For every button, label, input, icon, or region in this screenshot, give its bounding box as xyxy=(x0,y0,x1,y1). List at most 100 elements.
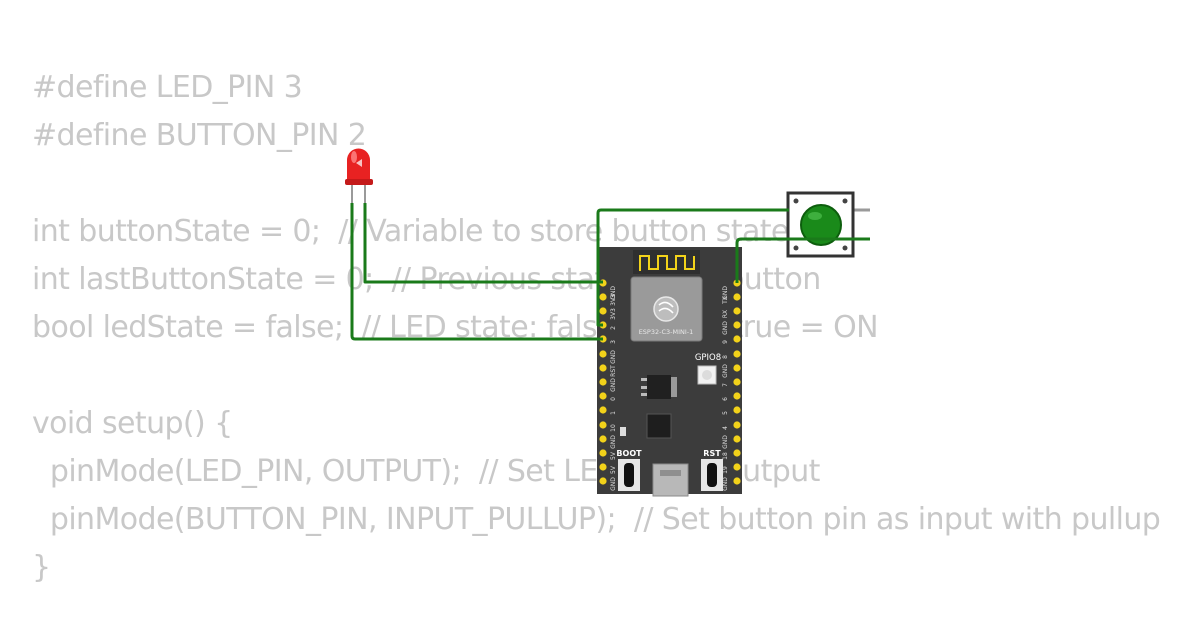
rst-button-cap xyxy=(707,463,717,487)
wire-led-to-gnd[interactable] xyxy=(363,203,603,284)
pin-right-gpio5[interactable] xyxy=(733,406,741,414)
pin-label-left: 2 xyxy=(610,326,617,330)
pin-right-gpio6[interactable] xyxy=(733,392,741,400)
pin-label-right: 6 xyxy=(722,397,729,401)
pin-left-gpio1[interactable] xyxy=(599,406,607,414)
code-line: int buttonState = 0; // Variable to stor… xyxy=(32,214,789,249)
pin-left-3v3-b[interactable] xyxy=(599,307,607,315)
button-corner-dot xyxy=(793,198,799,204)
code-line: #define LED_PIN 3 xyxy=(32,70,303,105)
pin-label-left: 3V3 xyxy=(610,294,617,306)
pin-right-gpio4[interactable] xyxy=(733,421,741,429)
boot-label: BOOT xyxy=(616,449,642,458)
pin-label-right: GND xyxy=(722,477,729,491)
pin-label-left: 5V xyxy=(610,465,617,474)
usb-connector xyxy=(652,463,689,497)
pin-label-right: 19 xyxy=(722,466,729,474)
pin-label-right: GND xyxy=(722,321,729,335)
button-corner-dot xyxy=(842,198,848,204)
gpio8-label: GPIO8 xyxy=(695,353,721,363)
pin-label-right: 7 xyxy=(722,383,729,387)
pin-label-left: GND xyxy=(610,477,617,491)
regulator-tab xyxy=(671,377,677,397)
regulator-pin xyxy=(641,378,647,381)
code-line: #define BUTTON_PIN 2 xyxy=(32,118,367,153)
esp32-c3-board[interactable]: ESP32-C3-MINI-1 GPIO8 BOOT RST xyxy=(597,247,742,497)
regulator-pin xyxy=(641,386,647,389)
pin-left-gnd-2[interactable] xyxy=(599,350,607,358)
wire-led-to-gpio3[interactable] xyxy=(350,203,603,341)
espressif-logo-mark xyxy=(658,301,674,314)
antenna-trace xyxy=(639,255,695,271)
pin-label-left: 1 xyxy=(610,411,617,415)
pin-label-right: GND xyxy=(722,286,729,300)
left-pin-header xyxy=(599,279,607,485)
pin-label-right: 9 xyxy=(722,340,729,344)
pin-label-right: GND xyxy=(722,435,729,449)
pin-right-gpio18[interactable] xyxy=(733,449,741,457)
pin-label-right: TX xyxy=(722,296,729,305)
pin-left-rst[interactable] xyxy=(599,364,607,372)
pin-label-left: GND xyxy=(610,378,617,392)
pin-right-gnd-5[interactable] xyxy=(733,477,741,485)
wire-gpio2-to-button[interactable] xyxy=(596,208,789,327)
green-pushbutton[interactable] xyxy=(770,191,870,258)
pin-label-left: 0 xyxy=(610,397,617,401)
code-line: pinMode(BUTTON_PIN, INPUT_PULLUP); // Se… xyxy=(32,502,1161,537)
wires xyxy=(350,203,870,341)
wire-gnd-to-button[interactable] xyxy=(735,237,870,283)
pin-left-gnd-3[interactable] xyxy=(599,378,607,386)
led-rim xyxy=(345,179,373,185)
pin-left-5v-b[interactable] xyxy=(599,463,607,471)
code-line: } xyxy=(32,550,51,585)
pin-right-gnd-3[interactable] xyxy=(733,364,741,372)
pin-right-gpio7[interactable] xyxy=(733,378,741,386)
usb-port-slot xyxy=(660,470,681,476)
pin-label-left: 5V xyxy=(610,451,617,460)
button-corner-dot xyxy=(842,245,848,251)
pin-label-right: 18 xyxy=(722,452,729,460)
button-cap-highlight xyxy=(808,212,822,220)
pin-label-right: GND xyxy=(722,364,729,378)
pin-label-right: RX xyxy=(722,310,729,318)
pin-label-right: 4 xyxy=(722,426,729,430)
pin-label-left: GND xyxy=(610,350,617,364)
pin-left-gpio10[interactable] xyxy=(599,421,607,429)
module-label: ESP32-C3-MINI-1 xyxy=(639,328,694,336)
pin-label-right: 5 xyxy=(722,411,729,415)
pin-left-gpio0[interactable] xyxy=(599,392,607,400)
pin-left-5v-a[interactable] xyxy=(599,449,607,457)
pin-right-gpio9[interactable] xyxy=(733,335,741,343)
pin-label-left: GND xyxy=(610,286,617,300)
pin-right-gpio8[interactable] xyxy=(733,350,741,358)
button-corner-dot xyxy=(793,245,799,251)
pin-label-left: 3V3 xyxy=(610,308,617,320)
boot-button-cap xyxy=(624,463,634,487)
pin-right-gpio19[interactable] xyxy=(733,463,741,471)
pin-left-gnd-4[interactable] xyxy=(599,435,607,443)
led-body xyxy=(347,148,370,184)
led-highlight xyxy=(351,151,357,163)
pin-label-right: 8 xyxy=(722,355,729,359)
pin-right-gnd-4[interactable] xyxy=(733,435,741,443)
pin-right-rx[interactable] xyxy=(733,307,741,315)
pin-left-3v3-a[interactable] xyxy=(599,293,607,301)
pin-label-left: 3 xyxy=(610,340,617,344)
pin-right-gnd-2[interactable] xyxy=(733,321,741,329)
voltage-regulator xyxy=(647,375,671,399)
usb-chip xyxy=(646,413,672,439)
code-line: void setup() { xyxy=(32,406,233,441)
smd-component xyxy=(620,427,626,436)
red-led[interactable] xyxy=(345,148,373,203)
right-pin-header xyxy=(733,279,741,485)
pin-left-gnd-5[interactable] xyxy=(599,477,607,485)
pin-label-left: RST xyxy=(610,365,617,377)
led-inner-mark xyxy=(356,159,362,167)
pin-label-left: GND xyxy=(610,435,617,449)
regulator-pin xyxy=(641,393,647,396)
pin-label-left: 10 xyxy=(610,424,617,432)
rst-label: RST xyxy=(703,449,721,458)
rgb-led-lens xyxy=(702,370,712,380)
pin-right-tx[interactable] xyxy=(733,293,741,301)
